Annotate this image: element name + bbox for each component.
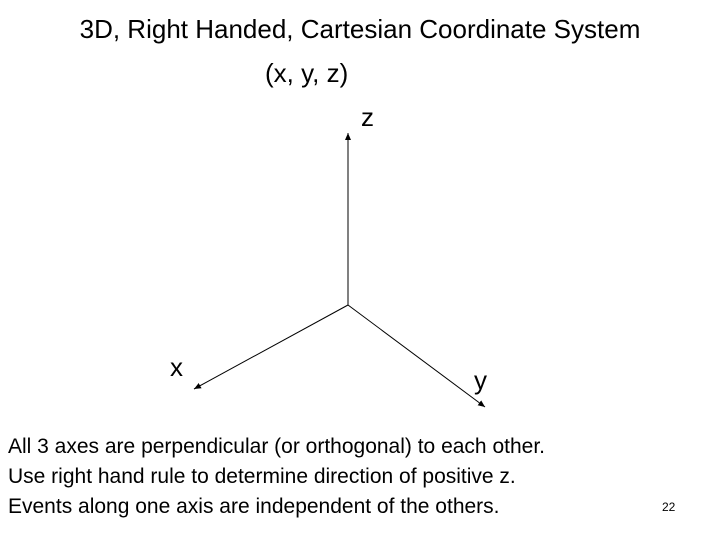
- note-line: Use right hand rule to determine directi…: [8, 465, 516, 488]
- slide-title: 3D, Right Handed, Cartesian Coordinate S…: [79, 14, 641, 44]
- notes-list: All 3 axes are perpendicular (or orthogo…: [8, 432, 545, 522]
- x-axis-label: x: [170, 352, 183, 382]
- y-axis-line: [347, 304, 486, 408]
- x-axis-line: [193, 304, 349, 390]
- note-line: All 3 axes are perpendicular (or orthogo…: [8, 435, 545, 458]
- slide-subtitle: (x, y, z): [265, 58, 349, 88]
- y-axis-label: y: [474, 365, 487, 395]
- note-line: Events along one axis are independent of…: [8, 495, 500, 518]
- page-number: 22: [662, 500, 676, 514]
- z-axis-label: z: [361, 102, 374, 132]
